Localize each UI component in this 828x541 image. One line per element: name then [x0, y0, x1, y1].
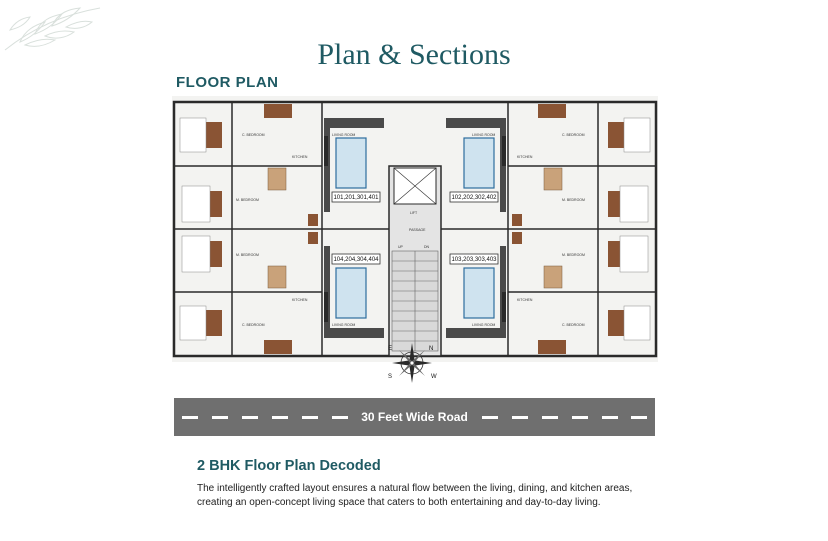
room-label-m-bedroom: M. BEDROOM	[236, 198, 259, 202]
unit-number-top-right: 102,202,302,402	[451, 195, 497, 201]
room-label-c-bedroom: C. BEDROOM	[562, 133, 585, 137]
compass-s-label: S	[388, 374, 392, 380]
compass-w-label: W	[431, 374, 437, 380]
compass-n-label: N	[429, 346, 433, 352]
compass-rose-icon: N S E W	[388, 343, 437, 383]
stair-up-label: UP	[398, 245, 404, 249]
room-label-kitchen: KITCHEN	[517, 155, 533, 159]
stair-down-label: DN	[424, 245, 430, 249]
page-title: Plan & Sections	[317, 38, 511, 71]
unit-number-top-left: 101,201,301,401	[333, 195, 379, 201]
room-label-m-bedroom: M. BEDROOM	[562, 198, 585, 202]
road-dashes	[182, 416, 647, 419]
room-label-c-bedroom: C. BEDROOM	[562, 323, 585, 327]
road-label: 30 Feet Wide Road	[174, 398, 655, 436]
compass-e-label: E	[388, 346, 392, 352]
leaf-decoration-icon	[4, 7, 101, 51]
room-label-living-room: LIVING ROOM	[332, 323, 355, 327]
room-label-m-bedroom: M. BEDROOM	[236, 253, 259, 257]
floor-plan-drawing: UP DN	[172, 96, 658, 362]
room-label-living-room: LIVING ROOM	[332, 133, 355, 137]
floor-plan-heading: FLOOR PLAN	[176, 74, 279, 91]
room-label-c-bedroom: C. BEDROOM	[242, 323, 265, 327]
room-label-passage: PASSAGE	[409, 228, 426, 232]
room-label-lift: LIFT	[410, 211, 418, 215]
room-label-c-bedroom: C. BEDROOM	[242, 133, 265, 137]
decoded-description: The intelligently crafted layout ensures…	[197, 483, 633, 508]
unit-number-bottom-right: 103,203,303,403	[451, 257, 497, 263]
room-label-kitchen: KITCHEN	[292, 298, 308, 302]
room-label-kitchen: KITCHEN	[517, 298, 533, 302]
room-label-m-bedroom: M. BEDROOM	[562, 253, 585, 257]
room-label-living-room: LIVING ROOM	[472, 133, 495, 137]
room-label-kitchen: KITCHEN	[292, 155, 308, 159]
decoded-heading: 2 BHK Floor Plan Decoded	[197, 458, 381, 474]
room-label-living-room: LIVING ROOM	[472, 323, 495, 327]
unit-number-bottom-left: 104,204,304,404	[333, 257, 379, 263]
road-strip: 30 Feet Wide Road	[174, 398, 655, 436]
